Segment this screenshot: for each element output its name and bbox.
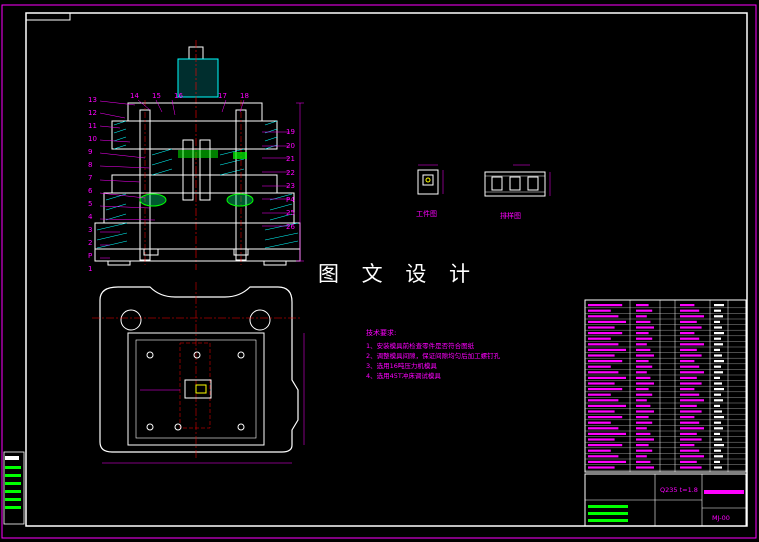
part-number-label: 9 xyxy=(88,148,93,156)
layout-label: 排样图 xyxy=(500,212,521,220)
plan-view xyxy=(92,282,305,464)
part-number-label: 18 xyxy=(240,92,249,100)
material-text: Q235 t=1.8 xyxy=(660,486,698,494)
drawing-number: MJ-00 xyxy=(712,514,730,522)
workpiece-label: 工件图 xyxy=(416,210,437,218)
layout-view xyxy=(484,164,551,197)
part-number-label: 26 xyxy=(286,222,295,231)
front-section-view xyxy=(94,40,304,270)
part-number-label: P xyxy=(88,252,93,260)
part-number-label: 16 xyxy=(174,92,183,100)
part-number-label: 25 xyxy=(286,209,295,217)
tech-requirement-1: 1、安装模具前检查零件是否符合图纸 xyxy=(366,342,475,350)
title-block xyxy=(584,473,747,527)
part-number-label: 14 xyxy=(130,92,139,100)
part-number-label: P4 xyxy=(286,195,295,204)
part-number-label: 23 xyxy=(286,182,295,190)
part-number-label: 22 xyxy=(286,168,295,177)
left-strip xyxy=(3,451,25,525)
part-number-label: 6 xyxy=(88,187,93,195)
tech-requirement-4: 4、选用45T冲床调试模具 xyxy=(366,372,441,380)
inner-border xyxy=(25,12,748,527)
part-number-label: 15 xyxy=(152,92,161,100)
part-number-label: 13 xyxy=(88,96,97,104)
part-number-label: 21 xyxy=(286,155,295,163)
part-number-label: 17 xyxy=(218,92,227,100)
tech-requirement-2: 2、调整模具间隙，保证间隙均匀后加工螺钉孔 xyxy=(366,352,501,360)
parts-list xyxy=(584,299,747,473)
part-number-label: 10 xyxy=(88,135,97,143)
part-number-label: 12 xyxy=(88,109,97,117)
tech-requirements-title: 技术要求: xyxy=(366,329,397,337)
part-number-label: 20 xyxy=(286,141,295,150)
outer-border xyxy=(1,4,757,539)
part-number-label: 5 xyxy=(88,200,93,208)
tech-requirement-3: 3、选用16吨压力机模具 xyxy=(366,362,437,370)
top-tab xyxy=(25,12,71,21)
watermark-text: 图 文 设 计 xyxy=(318,262,479,286)
part-number-label: 1 xyxy=(88,265,93,273)
part-number-label: 8 xyxy=(88,161,93,169)
part-number-label: 19 xyxy=(286,128,295,136)
part-number-label: 4 xyxy=(88,213,93,221)
part-number-label: 11 xyxy=(88,122,97,130)
part-number-label: 2 xyxy=(88,239,93,247)
part-number-label: 3 xyxy=(88,226,93,234)
workpiece-view xyxy=(417,164,444,195)
part-number-label: 7 xyxy=(88,174,93,182)
